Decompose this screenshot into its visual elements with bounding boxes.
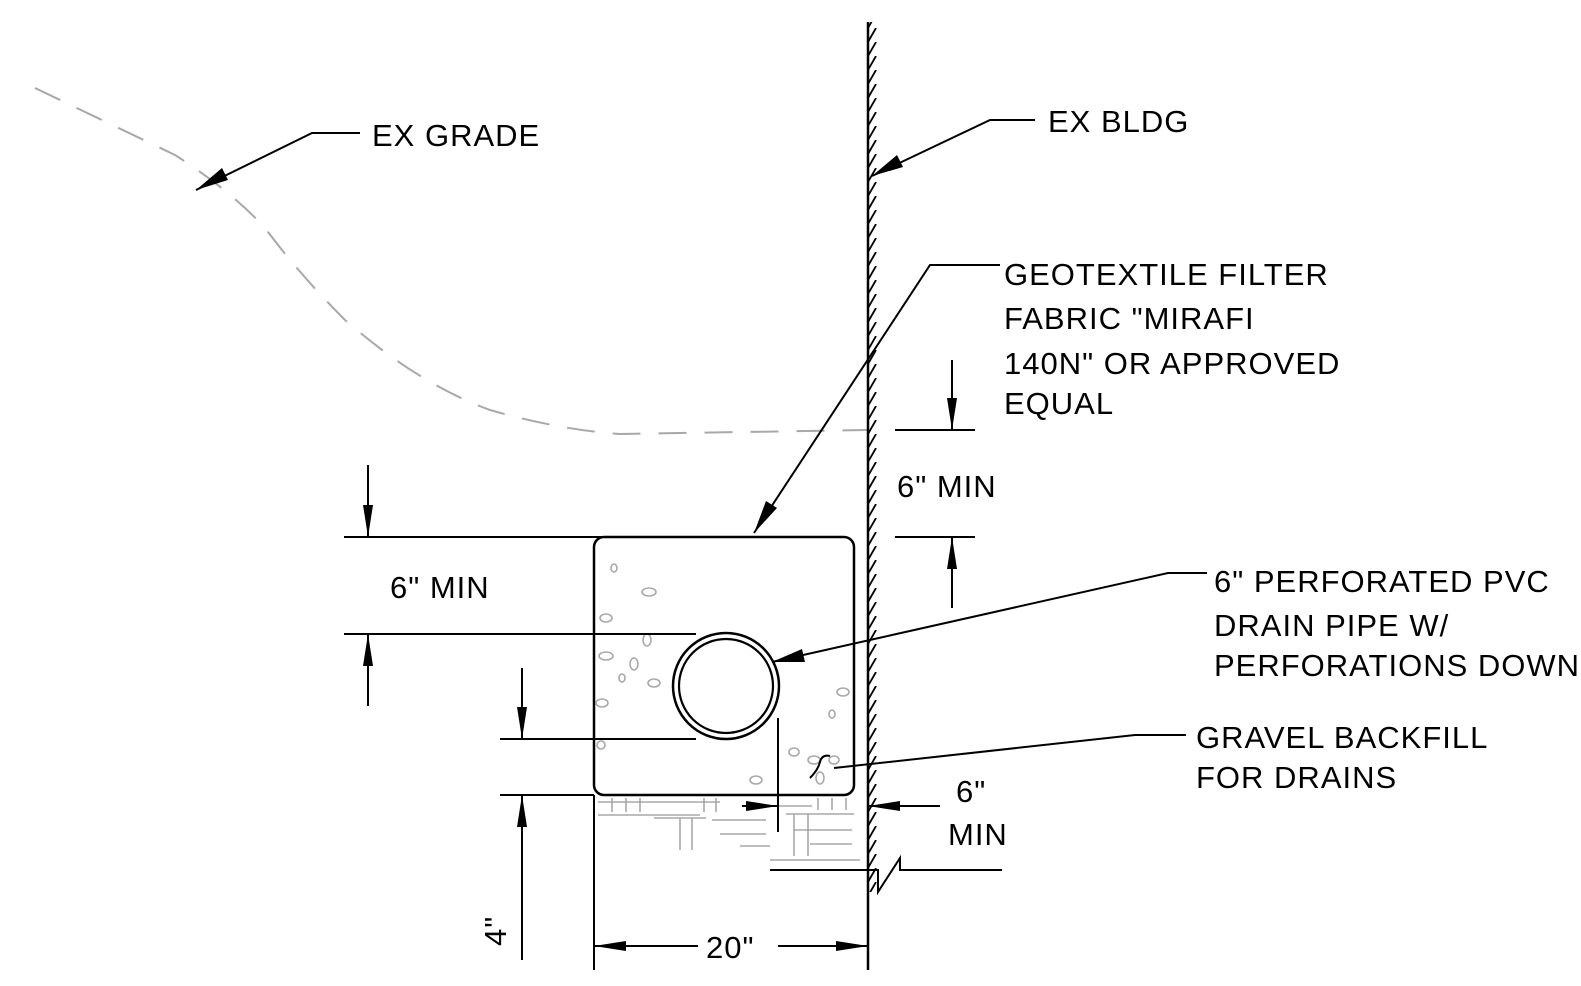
svg-text:DRAIN PIPE W/: DRAIN PIPE W/ xyxy=(1214,608,1449,643)
bedding-dim-label: 4" xyxy=(478,916,513,946)
compacted-subgrade-pattern xyxy=(598,798,860,861)
geotextile-label: GEOTEXTILE FILTER FABRIC "MIRAFI 140N" O… xyxy=(1004,257,1340,421)
svg-text:140N" OR APPROVED: 140N" OR APPROVED xyxy=(1004,346,1340,381)
svg-text:6": 6" xyxy=(956,774,986,809)
geotextile-leader xyxy=(753,264,1000,534)
existing-building-wall xyxy=(866,22,882,970)
bedding-dimension xyxy=(500,668,696,960)
footing-break-line xyxy=(770,854,1002,896)
ex-grade-label: EX GRADE xyxy=(372,118,540,153)
trench-width-dim-label: 20" xyxy=(706,930,755,965)
grade-cover-dim-label: 6" MIN xyxy=(897,469,997,504)
ex-grade-leader xyxy=(195,132,360,191)
gravel-leader xyxy=(809,734,1186,779)
gravel-label: GRAVEL BACKFILL FOR DRAINS xyxy=(1196,720,1488,795)
trench-width-dimension xyxy=(593,795,868,970)
top-cover-dimension xyxy=(344,465,696,706)
svg-text:FOR DRAINS: FOR DRAINS xyxy=(1196,760,1397,795)
existing-grade-line xyxy=(34,87,869,436)
grade-cover-dimension xyxy=(895,360,975,608)
side-clearance-dim-label: 6" MIN xyxy=(948,774,1008,852)
pipe-label: 6" PERFORATED PVC DRAIN PIPE W/ PERFORAT… xyxy=(1214,564,1580,683)
side-clearance-dimension xyxy=(742,718,940,832)
pipe-leader xyxy=(771,572,1207,663)
svg-text:GRAVEL BACKFILL: GRAVEL BACKFILL xyxy=(1196,720,1488,755)
svg-text:6" PERFORATED PVC: 6" PERFORATED PVC xyxy=(1214,564,1550,599)
svg-text:GEOTEXTILE FILTER: GEOTEXTILE FILTER xyxy=(1004,257,1329,292)
top-cover-dim-label: 6" MIN xyxy=(390,570,490,605)
svg-text:EQUAL: EQUAL xyxy=(1004,386,1114,421)
perforated-pvc-pipe xyxy=(671,631,781,741)
svg-text:PERFORATIONS DOWN: PERFORATIONS DOWN xyxy=(1214,648,1580,683)
ex-bldg-leader xyxy=(871,119,1035,177)
gravel-pebbles xyxy=(595,563,850,785)
ex-bldg-label: EX BLDG xyxy=(1048,104,1189,139)
gravel-trench xyxy=(592,535,856,797)
svg-text:FABRIC "MIRAFI: FABRIC "MIRAFI xyxy=(1004,301,1255,336)
svg-text:MIN: MIN xyxy=(948,817,1008,852)
